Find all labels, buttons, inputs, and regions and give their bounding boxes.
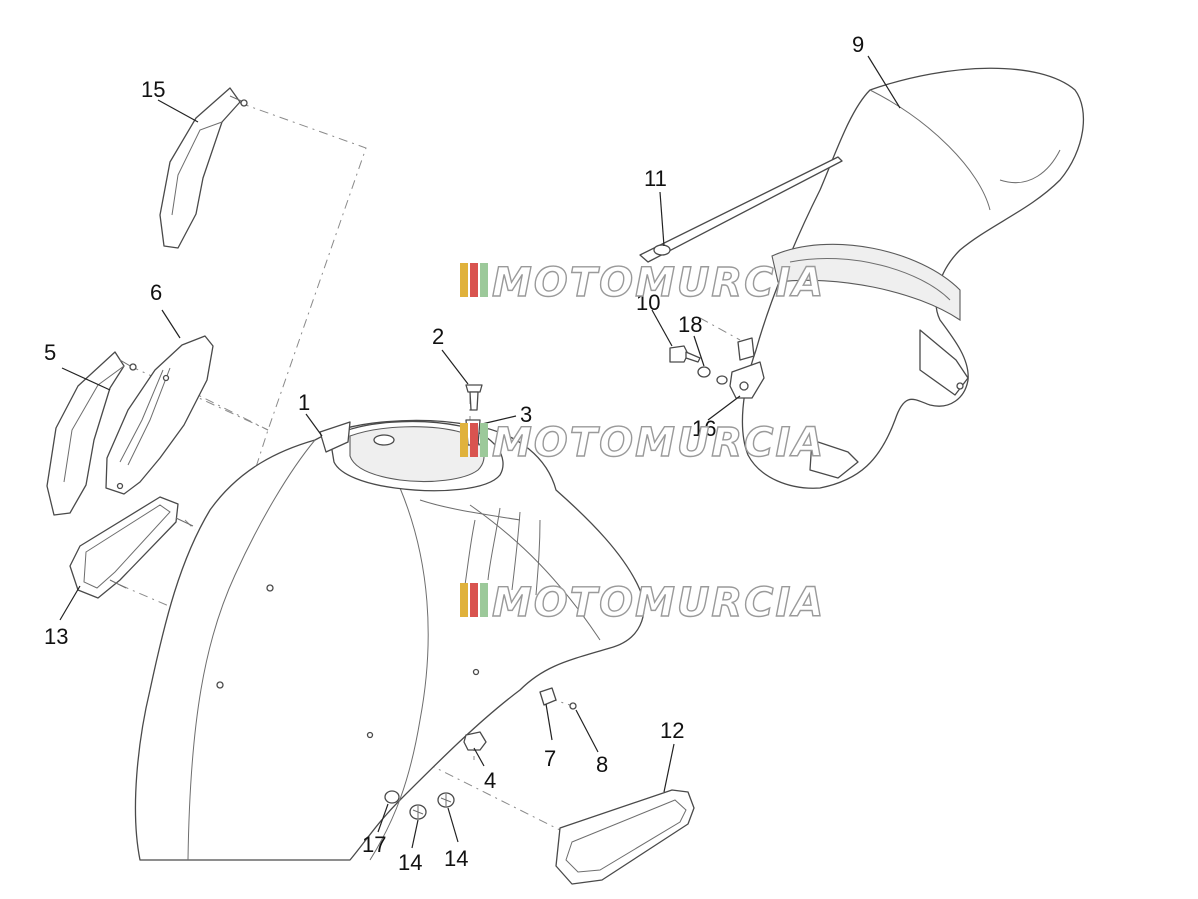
- watermark-bottom: MOTOMURCIA: [460, 579, 825, 627]
- watermark-stripe: [460, 583, 468, 617]
- callout-5: 5: [44, 340, 56, 365]
- callout-14b: 14: [444, 846, 468, 871]
- watermark-stripe: [460, 423, 468, 457]
- callout-8: 8: [596, 752, 608, 777]
- callout-17: 17: [362, 832, 386, 857]
- callout-labels: 15 6 5 1 2 3 4 7 8 9 11 10 18 16 12 13 1…: [44, 32, 864, 875]
- watermark-stripe: [470, 423, 478, 457]
- part-8-screw: [569, 702, 577, 710]
- leader-lines: [59, 55, 901, 849]
- part-1-front-fender: [134, 419, 645, 861]
- callout-16: 16: [692, 416, 716, 441]
- watermark-stripe: [480, 583, 488, 617]
- callout-18: 18: [678, 312, 702, 337]
- part-5-turn-signal: [46, 351, 137, 516]
- part-18-washer: [697, 366, 728, 385]
- watermark-text: MOTOMURCIA: [492, 260, 825, 306]
- callout-3: 3: [520, 402, 532, 427]
- watermark-text: MOTOMURCIA: [492, 420, 825, 466]
- watermark-middle: MOTOMURCIA: [460, 419, 825, 467]
- callout-7: 7: [544, 746, 556, 771]
- callout-12: 12: [660, 718, 684, 743]
- part-13-gasket: [69, 496, 194, 599]
- callout-13: 13: [44, 624, 68, 649]
- part-10-screw: [669, 345, 701, 363]
- callout-15: 15: [141, 77, 165, 102]
- part-11-cable-tie: [639, 156, 843, 263]
- callout-2: 2: [432, 324, 444, 349]
- watermark-stripe: [480, 423, 488, 457]
- callout-10: 10: [636, 290, 660, 315]
- callout-11: 11: [644, 166, 667, 191]
- watermark-text: MOTOMURCIA: [492, 580, 825, 626]
- part-17-washer: [384, 790, 400, 804]
- part-15-turn-signal: [159, 87, 248, 249]
- part-14-screw-a: [409, 804, 427, 820]
- part-4-nut: [463, 731, 487, 751]
- part-2-screw: [465, 384, 483, 411]
- callout-4: 4: [484, 768, 496, 793]
- callout-6: 6: [150, 280, 162, 305]
- part-12-gasket: [555, 789, 695, 885]
- watermark-stripe: [460, 263, 468, 297]
- part-7-spacer: [539, 687, 557, 706]
- callout-14a: 14: [398, 850, 422, 875]
- part-14-screw-b: [437, 792, 455, 808]
- callout-1: 1: [298, 390, 310, 415]
- watermark-stripe: [480, 263, 488, 297]
- callout-9: 9: [852, 32, 864, 57]
- part-16-bracket: [729, 337, 765, 399]
- watermark-stripe: [470, 263, 478, 297]
- part-9-mudguard: [741, 67, 1085, 489]
- part-6-indicator-housing: [105, 335, 214, 495]
- watermark-top: MOTOMURCIA: [460, 259, 825, 307]
- watermark-stripe: [470, 583, 478, 617]
